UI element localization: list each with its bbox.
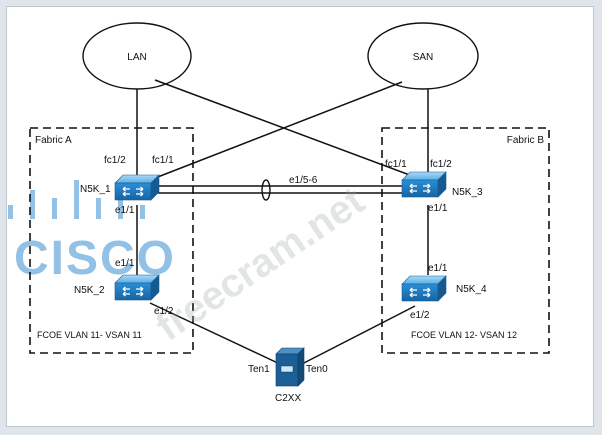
n5k3-port-fc12: fc1/2 <box>430 159 452 170</box>
n5k1-switch-icon <box>114 174 160 201</box>
san-label: SAN <box>413 52 434 63</box>
n5k1-port-fc11: fc1/1 <box>152 155 174 166</box>
port-channel-label: e1/5-6 <box>289 175 318 186</box>
cisco-bars-icon <box>8 180 145 219</box>
n5k1-name: N5K_1 <box>80 184 111 195</box>
server-name: C2XX <box>275 393 301 404</box>
fabric-b-label: Fabric B <box>507 135 545 146</box>
n5k4-port-e12: e1/2 <box>410 310 430 321</box>
link-san-n5k1 <box>149 81 403 181</box>
fabric-a-vlan: FCOE VLAN 11- VSAN 11 <box>37 330 142 340</box>
server-port-ten0: Ten0 <box>306 364 328 375</box>
port-channel-ring <box>261 179 271 201</box>
links <box>136 79 429 366</box>
lan-label: LAN <box>127 52 146 63</box>
san-cloud <box>367 22 479 90</box>
n5k2-port-e12: e1/2 <box>154 306 174 317</box>
n5k3-switch-icon <box>401 171 447 198</box>
n5k2-switch-icon <box>114 274 160 301</box>
fabric-a-label: Fabric A <box>35 135 72 146</box>
n5k2-name: N5K_2 <box>74 285 105 296</box>
link-n5k2-server <box>149 302 283 366</box>
link-n5k4-server <box>299 305 416 366</box>
n5k4-port-e11: e1/1 <box>428 263 448 274</box>
fabric-a-box <box>29 127 194 354</box>
freecram-watermark: freecram.net <box>148 179 372 350</box>
n5k4-switch-icon <box>401 275 447 302</box>
n5k1-port-e11: e1/1 <box>115 205 135 216</box>
n5k2-port-e11: e1/1 <box>115 258 135 269</box>
server-port-ten1: Ten1 <box>248 364 270 375</box>
n5k4-name: N5K_4 <box>456 284 487 295</box>
server-icon <box>275 347 305 387</box>
n5k3-port-e11: e1/1 <box>428 203 448 214</box>
n5k3-port-fc11: fc1/1 <box>385 159 407 170</box>
link-lan-n5k3 <box>154 79 416 178</box>
n5k3-name: N5K_3 <box>452 187 483 198</box>
n5k1-port-fc12: fc1/2 <box>104 155 126 166</box>
fabric-b-box <box>381 127 550 354</box>
fabric-b-vlan: FCOE VLAN 12- VSAN 12 <box>411 330 517 340</box>
